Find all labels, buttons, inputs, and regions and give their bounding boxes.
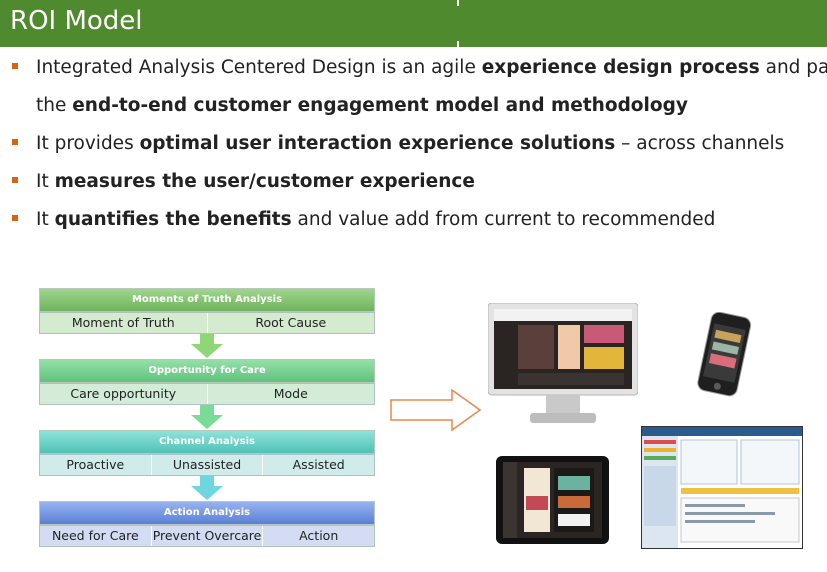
bullet-text-bold: quantifies the benefits bbox=[54, 209, 292, 230]
bullet-item: Integrated Analysis Centered Design is a… bbox=[10, 52, 827, 128]
right-arrow-icon bbox=[390, 389, 482, 431]
stage-header-opportunity-for-care: Opportunity for Care bbox=[39, 359, 375, 383]
title-divider-top bbox=[457, 0, 459, 6]
bullet-marker-icon bbox=[12, 215, 18, 221]
page-title: ROI Model bbox=[10, 6, 143, 36]
stage-cell: Unassisted bbox=[152, 455, 264, 475]
stage-cell: Mode bbox=[273, 386, 308, 401]
stage-header-moments-of-truth: Moments of Truth Analysis bbox=[39, 288, 375, 312]
bullet-text: the bbox=[36, 95, 73, 116]
tablet-icon bbox=[496, 456, 609, 544]
desktop-app-screen-icon bbox=[641, 426, 803, 549]
bullet-text: It bbox=[36, 209, 55, 230]
stage-cell: Care opportunity bbox=[40, 384, 208, 404]
stage-cell: Action bbox=[299, 528, 339, 543]
bullet-line: the end-to-end customer engagement model… bbox=[36, 90, 820, 128]
title-bar: ROI Model bbox=[0, 0, 827, 47]
stage-row-channel-analysis: Proactive Unassisted Assisted bbox=[39, 454, 375, 476]
stage-cell: Prevent Overcare bbox=[152, 526, 264, 546]
bullet-text-bold: optimal user interaction experience solu… bbox=[139, 133, 616, 154]
stage-cell: Need for Care bbox=[40, 526, 152, 546]
bullet-item: It provides optimal user interaction exp… bbox=[10, 128, 820, 166]
stage-header-action-analysis: Action Analysis bbox=[39, 501, 375, 525]
bullet-text: and value add from current to recommende… bbox=[291, 209, 716, 230]
down-arrow-icon bbox=[191, 334, 223, 358]
desktop-monitor-icon bbox=[488, 303, 638, 423]
bullet-marker-icon bbox=[12, 177, 18, 183]
bullet-item: It measures the user/customer experience bbox=[10, 166, 820, 204]
stage-row-opportunity-for-care: Care opportunity Mode bbox=[39, 383, 375, 405]
bullet-line: Integrated Analysis Centered Design is a… bbox=[36, 52, 827, 90]
down-arrow-icon bbox=[191, 476, 223, 500]
down-arrow-icon bbox=[191, 405, 223, 429]
bullet-text: and part of bbox=[765, 57, 827, 78]
bullet-marker-icon bbox=[12, 63, 18, 69]
stage-cell: Moment of Truth bbox=[40, 313, 208, 333]
stage-cell: Assisted bbox=[292, 457, 345, 472]
process-diagram: Moments of Truth Analysis Moment of Trut… bbox=[39, 288, 375, 550]
bullet-text: It provides bbox=[36, 133, 140, 154]
bullet-line: It measures the user/customer experience bbox=[36, 166, 820, 204]
bullet-text-bold: experience design process bbox=[481, 57, 760, 78]
bullet-text: Integrated Analysis Centered Design is a… bbox=[36, 57, 482, 78]
bullet-item: It quantifies the benefits and value add… bbox=[10, 204, 820, 242]
smartphone-icon bbox=[697, 312, 752, 397]
bullet-list: Integrated Analysis Centered Design is a… bbox=[10, 52, 827, 242]
title-divider-bottom bbox=[457, 41, 459, 47]
stage-header-channel-analysis: Channel Analysis bbox=[39, 430, 375, 454]
stage-row-moments-of-truth: Moment of Truth Root Cause bbox=[39, 312, 375, 334]
bullet-text: – across channels bbox=[615, 133, 785, 154]
bullet-text-bold: measures the user/customer experience bbox=[54, 171, 475, 192]
stage-row-action-analysis: Need for Care Prevent Overcare Action bbox=[39, 525, 375, 547]
bullet-line: It quantifies the benefits and value add… bbox=[36, 204, 820, 242]
stage-cell: Root Cause bbox=[255, 315, 327, 330]
bullet-line: It provides optimal user interaction exp… bbox=[36, 128, 820, 166]
stage-cell: Proactive bbox=[40, 455, 152, 475]
bullet-text-bold: end-to-end customer engagement model and… bbox=[72, 95, 688, 116]
bullet-text: It bbox=[36, 171, 55, 192]
bullet-marker-icon bbox=[12, 139, 18, 145]
